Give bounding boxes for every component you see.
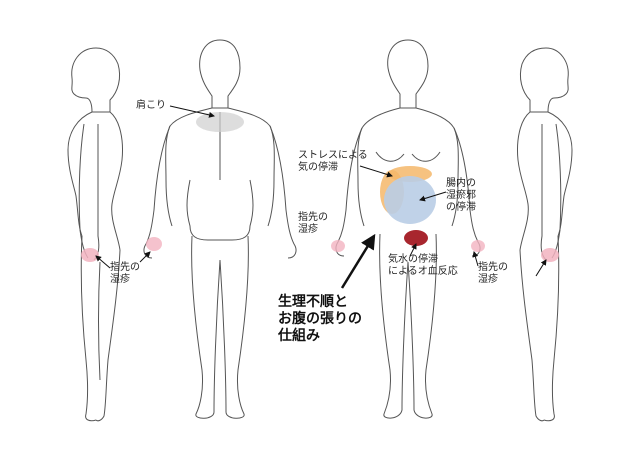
figure-side-right: [517, 47, 573, 422]
blood-arrow: [409, 243, 417, 257]
figure-front: [335, 39, 481, 419]
fingertip-highlight-back: [146, 237, 162, 251]
fingertip-highlight-front-right: [471, 240, 485, 252]
fingertip-highlight-front-left: [331, 240, 345, 252]
blood-stasis-zone: [404, 230, 428, 246]
fingertip-arrow-front: [472, 251, 479, 267]
stress-label: ストレスによる 気の停滞: [298, 150, 368, 173]
main-caption: 生理不順と お腹の張りの 仕組み: [278, 294, 362, 344]
shoulder-arrow: [169, 105, 215, 118]
intestine-arrow: [419, 191, 447, 202]
fingertip-arrow-back: [139, 251, 151, 263]
intestine-label: 腸内の 湿瘀邪 の停滞: [446, 178, 476, 213]
stress-zone-top: [388, 166, 432, 182]
shoulder-label: 肩こり: [136, 100, 166, 111]
main-arrow: [340, 233, 376, 289]
figure-back: [143, 39, 297, 419]
fluid-label: 気水の停滞 によるオ血反応: [388, 254, 458, 277]
figure-side-left: [67, 47, 123, 422]
stress-arrow: [359, 165, 393, 178]
fingertip-label-right: 指先の 湿疹: [478, 262, 508, 285]
fingertip-highlight-left: [81, 248, 99, 262]
shoulder-shade: [196, 112, 244, 132]
fingertip-highlight-right: [541, 248, 559, 262]
intestine-zone: [384, 176, 436, 224]
fingertip-arrow-right: [535, 259, 547, 277]
fingertip-label-left: 指先の 湿疹: [110, 262, 140, 285]
fingertip-arrow-left: [95, 255, 111, 269]
fingertip-label-mid: 指先の 湿疹: [298, 212, 328, 235]
